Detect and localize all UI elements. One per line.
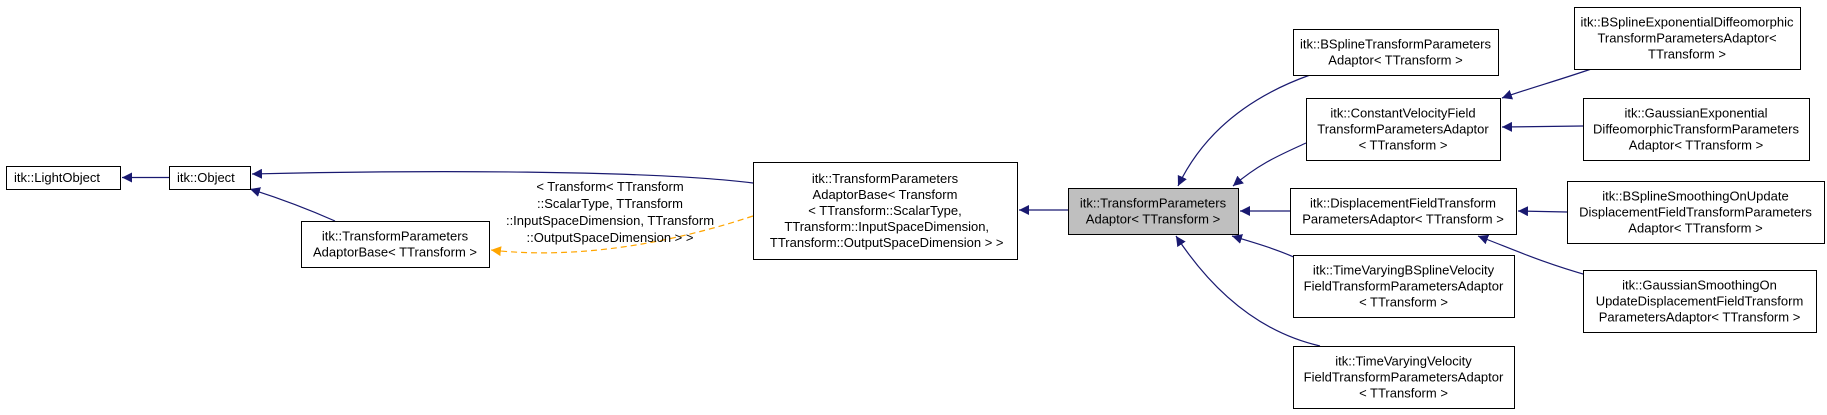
node-label-line: < TTransform > <box>1359 295 1448 310</box>
node-label-line: < TTransform > <box>1359 386 1448 401</box>
node-box <box>1583 270 1817 333</box>
node-label-line: TransformParametersAdaptor <box>1317 122 1489 137</box>
node-box <box>169 166 251 190</box>
edge-label-line: ::InputSpaceDimension, TTransform <box>506 213 714 228</box>
node-box <box>1293 255 1515 318</box>
node-label-line: TTransform > <box>1648 47 1726 62</box>
edge-label-line: < Transform< TTransform <box>536 179 683 194</box>
node-box <box>1290 188 1517 235</box>
node-label-line: ParametersAdaptor< TTransform > <box>1302 212 1504 227</box>
edge-time-varying-bspline-to-tpa <box>1231 234 1301 261</box>
node-object[interactable]: itk::Object <box>169 166 251 190</box>
node-label: itk::Object <box>177 170 235 185</box>
edge-bspline-smoothing-to-displacement-field <box>1517 206 1568 217</box>
node-label-line: Adaptor< TTransform > <box>1328 53 1462 68</box>
edge-constant-velocity-to-tpa <box>1232 142 1307 187</box>
node-label-line: FieldTransformParametersAdaptor <box>1304 370 1504 385</box>
node-box <box>6 166 121 190</box>
node-label-line: DisplacementFieldTransformParameters <box>1579 205 1812 220</box>
node-label-line: TransformParametersAdaptor< <box>1597 31 1776 46</box>
node-box <box>1583 98 1810 161</box>
node-light-object[interactable]: itk::LightObject <box>6 166 121 190</box>
edge-label-line: ::ScalarType, TTransform <box>537 196 683 211</box>
node-label-line: itk::Object <box>177 170 235 185</box>
node-label-line: itk::TimeVaryingBSplineVelocity <box>1313 263 1495 278</box>
node-label-line: itk::GaussianExponential <box>1624 106 1767 121</box>
edge-time-varying-velocity-to-tpa <box>1175 235 1321 347</box>
edge-bspline-exp-diffeo-to-constant-velocity <box>1501 65 1601 100</box>
edge-bspline-tpa-to-tpa <box>1177 74 1311 187</box>
node-label-line: itk::LightObject <box>14 170 100 185</box>
node-label-line: TTransform::OutputSpaceDimension > > <box>767 235 1004 250</box>
node-label-line: Adaptor< TTransform > <box>1086 212 1220 227</box>
node-label-line: itk::BSplineExponentialDiffeomorphic <box>1581 15 1794 30</box>
edge-label-template-args: < Transform< TTransform::ScalarType, TTr… <box>506 179 714 245</box>
node-box <box>1068 188 1239 235</box>
node-label-line: Adaptor< TTransform > <box>1629 138 1763 153</box>
node-label-line: DiffeomorphicTransformParameters <box>1593 122 1799 137</box>
edge-gaussian-exp-diffeo-to-constant-velocity <box>1501 121 1584 132</box>
node-label-line: < TTransform::ScalarType, <box>808 203 962 218</box>
node-box <box>1293 346 1515 409</box>
node-label-line: itk::DisplacementFieldTransform <box>1310 196 1496 211</box>
node-label-line: itk::TimeVaryingVelocity <box>1335 354 1472 369</box>
node-label-line: < TTransform > <box>1359 138 1448 153</box>
edge-tpab-transform-to-object <box>251 168 754 184</box>
edge-gaussian-smoothing-to-displacement-field <box>1477 234 1591 277</box>
node-label: itk::LightObject <box>14 170 100 185</box>
node-label-line: FieldTransformParametersAdaptor <box>1304 279 1504 294</box>
edge-tpab-ttransform-to-object <box>249 187 336 222</box>
node-label-line: itk::TransformParameters <box>1080 196 1227 211</box>
edge-tpab-transform-to-tpab-ttransform <box>490 215 754 257</box>
node-box <box>1567 181 1825 244</box>
node-label-line: Adaptor< TTransform > <box>1628 221 1762 236</box>
edge-label-line: ::OutputSpaceDimension > > <box>527 230 694 245</box>
node-label-line: itk::BSplineSmoothingOnUpdate <box>1602 189 1788 204</box>
node-box <box>1306 98 1501 161</box>
node-label-line: TTransform::InputSpaceDimension, <box>781 219 989 234</box>
node-box <box>1574 7 1801 70</box>
node-label-line: AdaptorBase< Transform <box>813 187 958 202</box>
node-label-line: itk::TransformParameters <box>812 171 959 186</box>
node-box <box>1293 29 1499 76</box>
node-label-line: itk::BSplineTransformParameters <box>1300 37 1491 52</box>
node-box <box>753 162 1018 260</box>
node-label-line: UpdateDisplacementFieldTransform <box>1596 294 1804 309</box>
node-label-line: AdaptorBase< TTransform > <box>313 245 477 260</box>
node-label-line: ParametersAdaptor< TTransform > <box>1599 310 1801 325</box>
node-label-line: itk::GaussianSmoothingOn <box>1622 278 1777 293</box>
node-box <box>301 221 490 268</box>
node-label-line: itk::ConstantVelocityField <box>1330 106 1475 121</box>
node-label-line: itk::TransformParameters <box>322 229 469 244</box>
